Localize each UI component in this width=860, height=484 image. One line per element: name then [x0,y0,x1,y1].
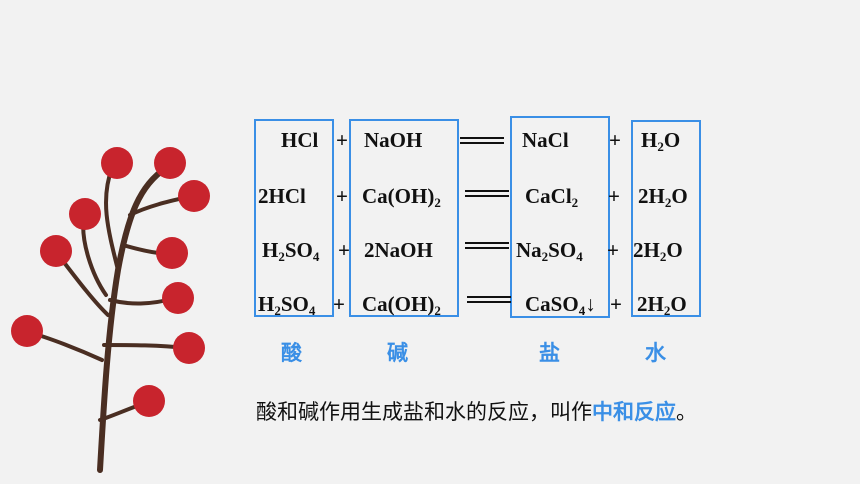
berry [162,282,194,314]
base-formula: Ca(OH)2 [362,184,441,210]
plus-sign: + [607,238,619,262]
acid-formula: H2SO4 [258,292,316,318]
plus-sign: + [336,184,348,208]
base-formula: 2NaOH [364,238,433,262]
plus-sign: + [608,184,620,208]
salt-formula: Na2SO4 [516,238,583,264]
berry [154,147,186,179]
acid-column-box [254,119,334,317]
plus-sign: + [338,238,350,262]
base-formula: Ca(OH)2 [362,292,441,318]
berry [156,237,188,269]
plus-sign: + [333,292,345,316]
salt-formula: CaCl2 [525,184,579,210]
berry [133,385,165,417]
water-formula: 2H2O [633,238,683,264]
equals-sign [460,137,504,144]
acid-formula: H2SO4 [262,238,320,264]
category-base-label: 碱 [387,341,408,365]
water-formula: H2O [641,128,681,154]
category-acid-label: 酸 [281,341,302,365]
base-column-box [349,119,459,317]
equals-sign [465,190,509,197]
berry [69,198,101,230]
plus-sign: + [336,128,348,152]
berry [173,332,205,364]
acid-formula: HCl [281,128,319,152]
definition-period: 。 [676,400,697,424]
definition-sentence: 酸和碱作用生成盐和水的反应，叫作中和反应。 [256,396,697,426]
water-formula: 2H2O [638,184,688,210]
plus-sign: + [609,128,621,152]
water-formula: 2H2O [637,292,687,318]
berry [101,147,133,179]
berry [178,180,210,212]
definition-text: 酸和碱作用生成盐和水的反应，叫作 [256,400,592,424]
salt-formula: CaSO4↓ [525,292,596,318]
category-water-label: 水 [645,341,666,365]
berry [40,235,72,267]
base-formula: NaOH [364,128,423,152]
plus-sign: + [610,292,622,316]
berry-branch-illustration [11,147,210,473]
equals-sign [465,242,509,249]
equals-sign [467,296,511,303]
neutralization-term: 中和反应 [592,400,676,424]
acid-formula: 2HCl [258,184,306,208]
berry [11,315,43,347]
salt-column-box [510,116,610,318]
category-salt-label: 盐 [539,341,560,365]
salt-formula: NaCl [522,128,569,152]
water-column-box [631,120,701,317]
